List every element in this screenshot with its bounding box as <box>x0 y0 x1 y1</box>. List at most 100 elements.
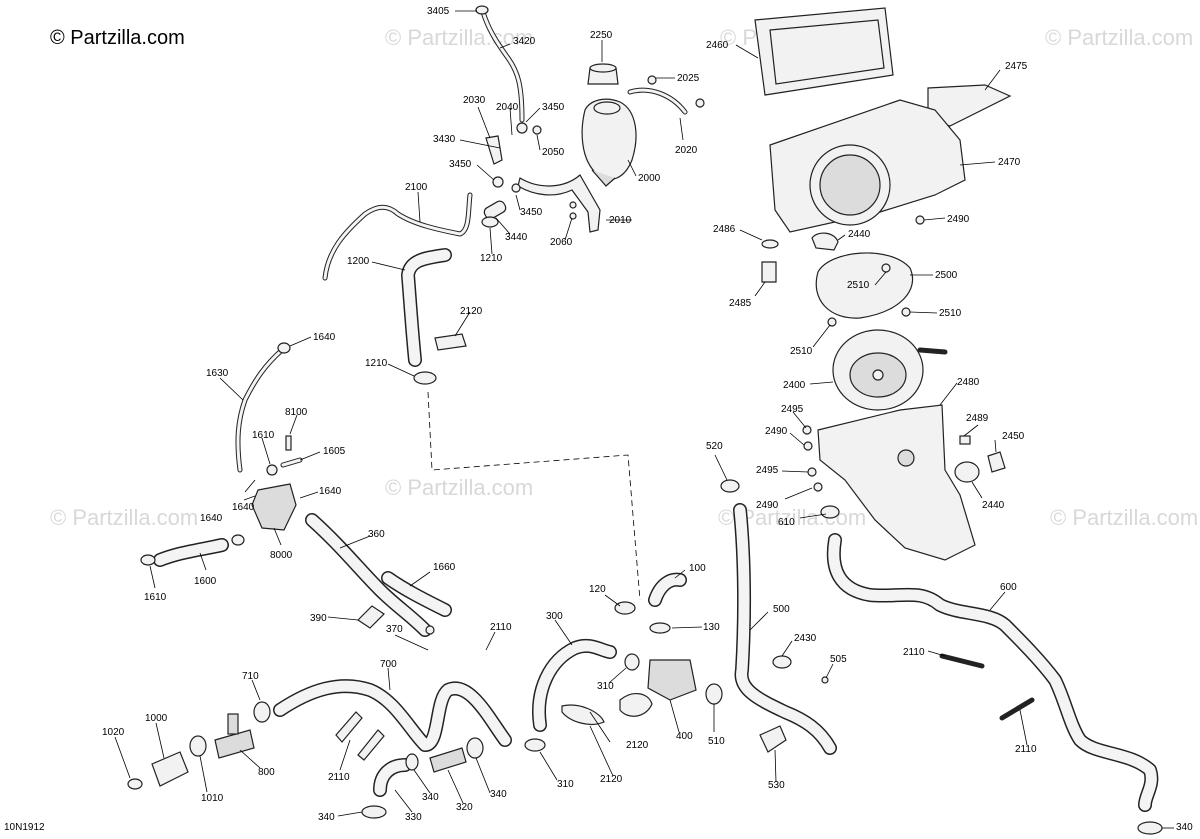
watermark: © Partzilla.com <box>1050 505 1198 530</box>
callout-label: 2040 <box>496 102 519 113</box>
watermark: © Partzilla.com <box>1045 25 1193 50</box>
callout-label: 2475 <box>1005 61 1028 72</box>
callout-label: 3450 <box>520 207 543 218</box>
callout-label: 2430 <box>794 633 817 644</box>
callout-label: 360 <box>368 529 385 540</box>
callout-label: 2490 <box>765 426 788 437</box>
callout-label: 800 <box>258 767 275 778</box>
callout-label: 2440 <box>848 229 871 240</box>
callout-label: 2120 <box>460 306 483 317</box>
callout-label: 1640 <box>232 502 255 513</box>
callout-label: 2100 <box>405 182 428 193</box>
callout-label: 2120 <box>600 774 623 785</box>
callout-label: 2000 <box>638 173 661 184</box>
callout-label: 2050 <box>542 147 565 158</box>
callout-label: 3440 <box>505 232 528 243</box>
callout-label: 2450 <box>1002 431 1025 442</box>
watermark: © Partzilla.com <box>385 25 533 50</box>
callout-label: 390 <box>310 613 327 624</box>
callout-label: 510 <box>708 736 725 747</box>
callout-label: 8000 <box>270 550 293 561</box>
callout-label: 340 <box>1176 822 1193 833</box>
callout-label: 1010 <box>201 793 224 804</box>
callout-label: 2010 <box>609 215 632 226</box>
callout-label: 3450 <box>542 102 565 113</box>
callout-label: 100 <box>689 563 706 574</box>
callout-label: 310 <box>557 779 574 790</box>
callout-label: 2470 <box>998 157 1021 168</box>
callout-label: 2060 <box>550 237 573 248</box>
callout-label: 2495 <box>756 465 779 476</box>
callout-label: 2025 <box>677 73 700 84</box>
callout-label: 400 <box>676 731 693 742</box>
callout-label: 2440 <box>982 500 1005 511</box>
callout-label: 3420 <box>513 36 536 47</box>
callout-label: 2480 <box>957 377 980 388</box>
callout-label: 330 <box>405 812 422 823</box>
watermark-layer: © Partzilla.com © Partzilla.com © Partzi… <box>50 25 1198 530</box>
callout-label: 1020 <box>102 727 125 738</box>
callout-label: 2510 <box>790 346 813 357</box>
callout-label: 700 <box>380 659 397 670</box>
callout-label: 2510 <box>847 280 870 291</box>
callout-label: 2110 <box>903 647 925 658</box>
callout-label: 1200 <box>347 256 370 267</box>
callout-label: 1630 <box>206 368 229 379</box>
callout-label: 340 <box>490 789 507 800</box>
callout-label: 3430 <box>433 134 456 145</box>
callout-label: 2495 <box>781 404 804 415</box>
callout-label: 1210 <box>480 253 503 264</box>
callout-label: 310 <box>597 681 614 692</box>
callout-label: 1000 <box>145 713 168 724</box>
callout-label: 2400 <box>783 380 806 391</box>
callout-label: 340 <box>422 792 439 803</box>
callout-label: 600 <box>1000 582 1017 593</box>
callout-label: 2020 <box>675 145 698 156</box>
callout-label: 2510 <box>939 308 962 319</box>
callout-label: 2460 <box>706 40 729 51</box>
watermark: © Partzilla.com <box>385 475 533 500</box>
callout-label: 710 <box>242 671 259 682</box>
callout-label: 2490 <box>947 214 970 225</box>
brand-logo: © Partzilla.com <box>50 27 185 49</box>
callout-label: 520 <box>706 441 723 452</box>
callout-label: 1640 <box>319 486 342 497</box>
callout-label: 2250 <box>590 30 613 41</box>
callout-label: 370 <box>386 624 403 635</box>
callout-label: 1600 <box>194 576 217 587</box>
callout-label: 2485 <box>729 298 752 309</box>
callout-label: 2030 <box>463 95 486 106</box>
parts-drawing <box>127 5 1163 835</box>
callout-label: 8100 <box>285 407 308 418</box>
callout-label: 610 <box>778 517 795 528</box>
diagram-reference: 10N1912 <box>4 822 45 833</box>
callout-label: 120 <box>589 584 606 595</box>
callout-label: 530 <box>768 780 785 791</box>
callout-label: 1660 <box>433 562 456 573</box>
callout-label: 1640 <box>313 332 336 343</box>
callout-labels: 3405 3420 2250 2025 2460 2475 2030 2040 … <box>102 6 1193 833</box>
callout-label: 300 <box>546 611 563 622</box>
callout-label: 500 <box>773 604 790 615</box>
callout-label: 2489 <box>966 413 989 424</box>
callout-label: 1210 <box>365 358 388 369</box>
callout-label: 1610 <box>144 592 167 603</box>
leader-lines <box>114 10 1174 829</box>
callout-label: 2110 <box>490 622 512 633</box>
callout-label: 2490 <box>756 500 779 511</box>
callout-label: 505 <box>830 654 847 665</box>
callout-label: 1610 <box>252 430 275 441</box>
callout-label: 1605 <box>323 446 346 457</box>
callout-label: 340 <box>318 812 335 823</box>
callout-label: 320 <box>456 802 473 813</box>
callout-label: 3450 <box>449 159 472 170</box>
callout-label: 2110 <box>1015 744 1037 755</box>
callout-label: 130 <box>703 622 720 633</box>
callout-label: 2500 <box>935 270 958 281</box>
watermark: © Partzilla.com <box>50 505 198 530</box>
callout-label: 2120 <box>626 740 649 751</box>
callout-label: 2486 <box>713 224 736 235</box>
callout-label: 3405 <box>427 6 450 17</box>
callout-label: 1640 <box>200 513 223 524</box>
